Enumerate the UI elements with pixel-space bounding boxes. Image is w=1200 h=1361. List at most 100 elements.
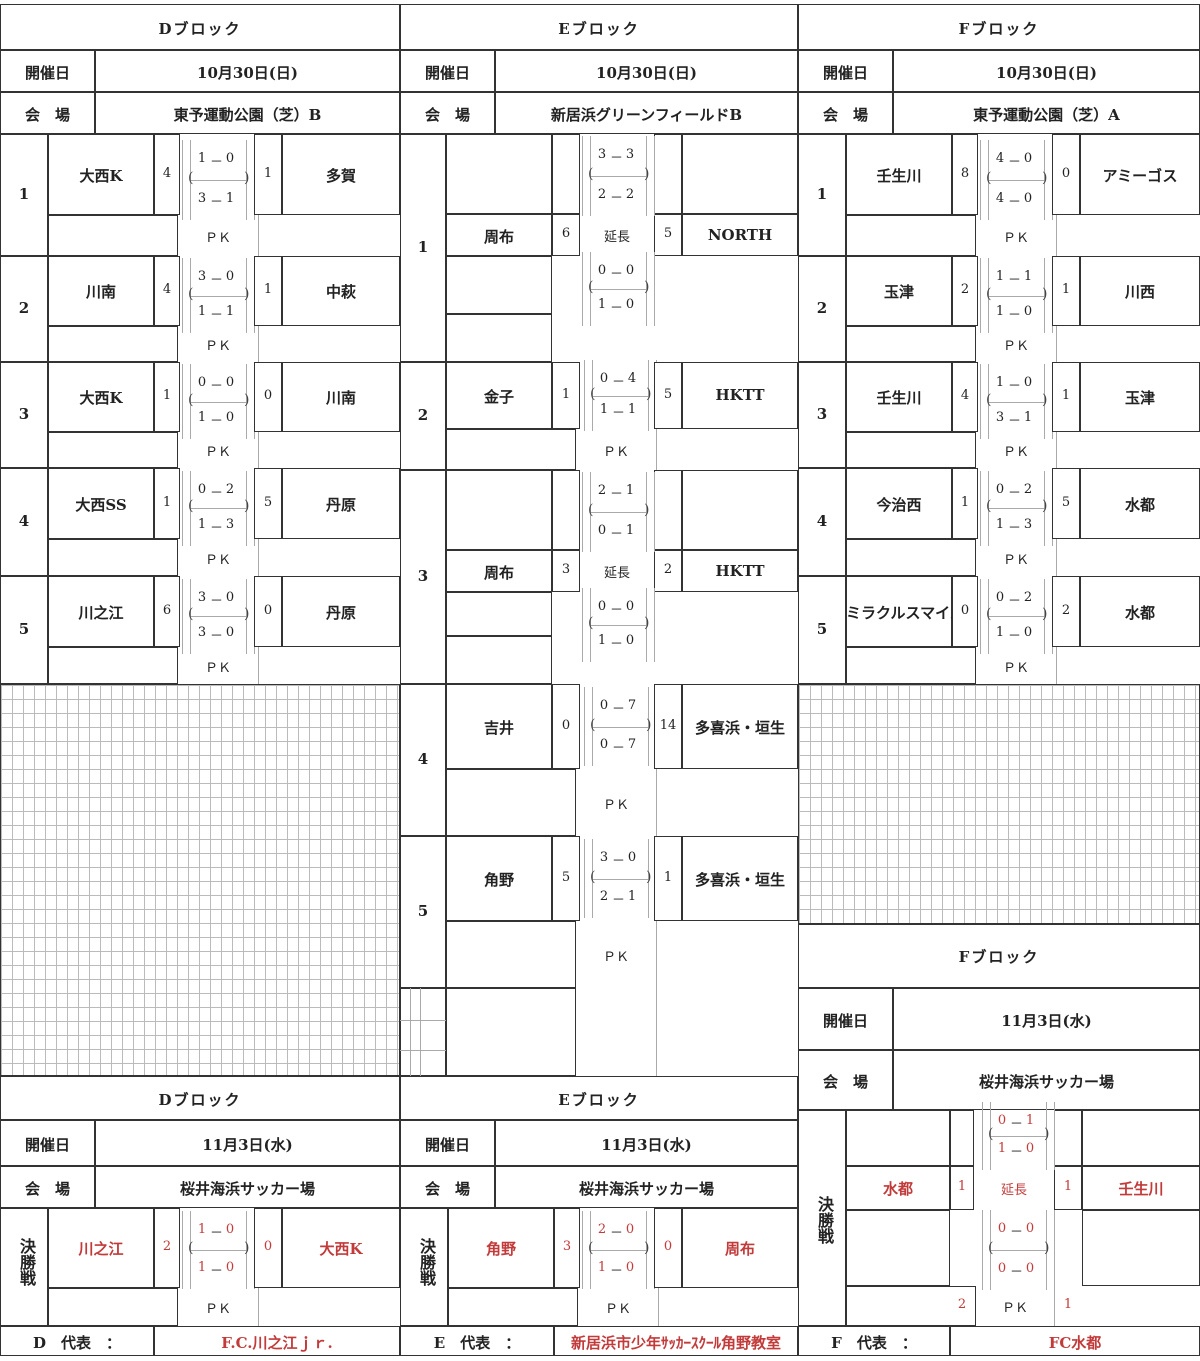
home-score-cell (154, 256, 180, 326)
away-team-cell (282, 134, 400, 215)
match-number-cell (400, 134, 446, 362)
extra-time-label: 延長 (603, 230, 630, 245)
grid-line (190, 180, 246, 182)
away-total-score: 0 (1061, 165, 1071, 181)
grid-line (1044, 578, 1045, 655)
grid-line (592, 686, 593, 767)
date-label-cell (0, 1120, 95, 1166)
pk-label: ＰＫ (1002, 230, 1029, 246)
half2-home-score: 2 (599, 889, 609, 905)
half2-home-score: 1 (995, 304, 1005, 320)
paren-close: ) (1044, 1240, 1050, 1256)
away-team: HKTT (715, 562, 765, 580)
half1-home-score: 2 (597, 483, 607, 498)
home-team: 大西K (79, 389, 123, 407)
date-value: 11月3日(水) (1001, 1012, 1092, 1030)
grid-line (258, 647, 259, 684)
block-title-text: Fブロック (958, 20, 1040, 38)
dash: － (1010, 1117, 1024, 1132)
match-number: 3 (18, 405, 30, 423)
home-score-cell (552, 684, 580, 769)
home-team: 今治西 (876, 495, 922, 514)
grid-line (590, 1250, 646, 1251)
pk-label: ＰＫ (602, 949, 629, 965)
final-home-score: 2 (162, 1239, 172, 1254)
home-score-cell (154, 576, 180, 647)
away-score-cell (654, 684, 682, 769)
half1-away-score: 0 (225, 1222, 235, 1237)
paren-close: ) (1042, 498, 1048, 515)
grid-line (988, 295, 1044, 297)
away-total-score: 14 (659, 717, 677, 733)
dash: － (1008, 485, 1022, 501)
away-total-score: 2 (1061, 602, 1071, 618)
home-total-score: 0 (960, 602, 970, 618)
away-team-cell (682, 362, 798, 429)
dash: － (210, 1264, 224, 1279)
grid-line (190, 401, 246, 403)
grid-line (658, 1288, 659, 1326)
date-label: 開催日 (24, 1136, 70, 1154)
away-score-cell (654, 550, 682, 592)
grid-line (182, 364, 183, 440)
home-team-cell (446, 362, 552, 429)
home-team-cell (48, 362, 154, 432)
dash: － (612, 893, 626, 909)
away-team-cell (282, 1208, 400, 1288)
home-team: 金子 (483, 387, 514, 406)
grid-line (258, 1288, 259, 1326)
grid-line (592, 878, 648, 880)
blank-cell (846, 1210, 950, 1286)
match-number-cell (400, 684, 446, 836)
home-total-score: 8 (960, 165, 970, 181)
venue-label-cell (0, 92, 95, 134)
blank-cell (1082, 1210, 1200, 1286)
paren-open: ( (590, 868, 596, 885)
half1-home-score: 3 (599, 849, 609, 865)
home-team-cell (48, 468, 154, 539)
away-team: 丹原 (325, 603, 356, 622)
away-team: HKTT (715, 385, 765, 404)
away-score-cell (654, 214, 682, 256)
away-total-score: 2 (663, 562, 673, 577)
half2-home-score: 1 (997, 1141, 1007, 1156)
half1-home-score: 0 (997, 1113, 1007, 1128)
match-number: 1 (18, 185, 30, 203)
venue-value-cell (893, 1050, 1200, 1110)
away-team: アミーゴス (1102, 166, 1178, 185)
paren-close: ) (646, 385, 652, 402)
grid-line (1044, 139, 1045, 221)
grid-line (1046, 1210, 1047, 1290)
grid-line (246, 364, 247, 440)
grid-line (1044, 364, 1045, 440)
half2-away-score: 7 (627, 737, 637, 753)
home-total-score: 4 (960, 388, 970, 403)
blank-cell (446, 592, 552, 636)
away-team: 多賀 (325, 166, 356, 185)
grid-line (980, 139, 981, 221)
away-team-cell (282, 576, 400, 647)
home-score-cell (154, 134, 180, 215)
home-team-cell (48, 1208, 154, 1288)
final-block-title-text: Dブロック (158, 1091, 242, 1109)
home-team-cell (846, 362, 952, 432)
date-label-cell (798, 50, 893, 92)
half1-home-score: 2 (597, 1222, 607, 1237)
paren-open: ( (188, 498, 194, 515)
match-number: 1 (816, 185, 828, 203)
home-team: 周布 (483, 564, 514, 582)
home-score-cell (154, 362, 180, 432)
home-team-cell (448, 1208, 554, 1288)
paren-close: ) (646, 868, 652, 885)
away-team: 丹原 (325, 495, 356, 514)
pk-blank-cell (846, 432, 976, 468)
away-score-cell (254, 576, 282, 647)
paren-close: ) (1042, 285, 1048, 302)
empty-grid-area (0, 684, 400, 1076)
paren-open: ( (588, 166, 594, 182)
date-value-cell (95, 50, 400, 92)
pk-label: ＰＫ (204, 1302, 231, 1317)
grid-line (258, 432, 259, 468)
half2-home-score: 1 (197, 1260, 207, 1275)
home-team: 壬生川 (876, 166, 922, 185)
